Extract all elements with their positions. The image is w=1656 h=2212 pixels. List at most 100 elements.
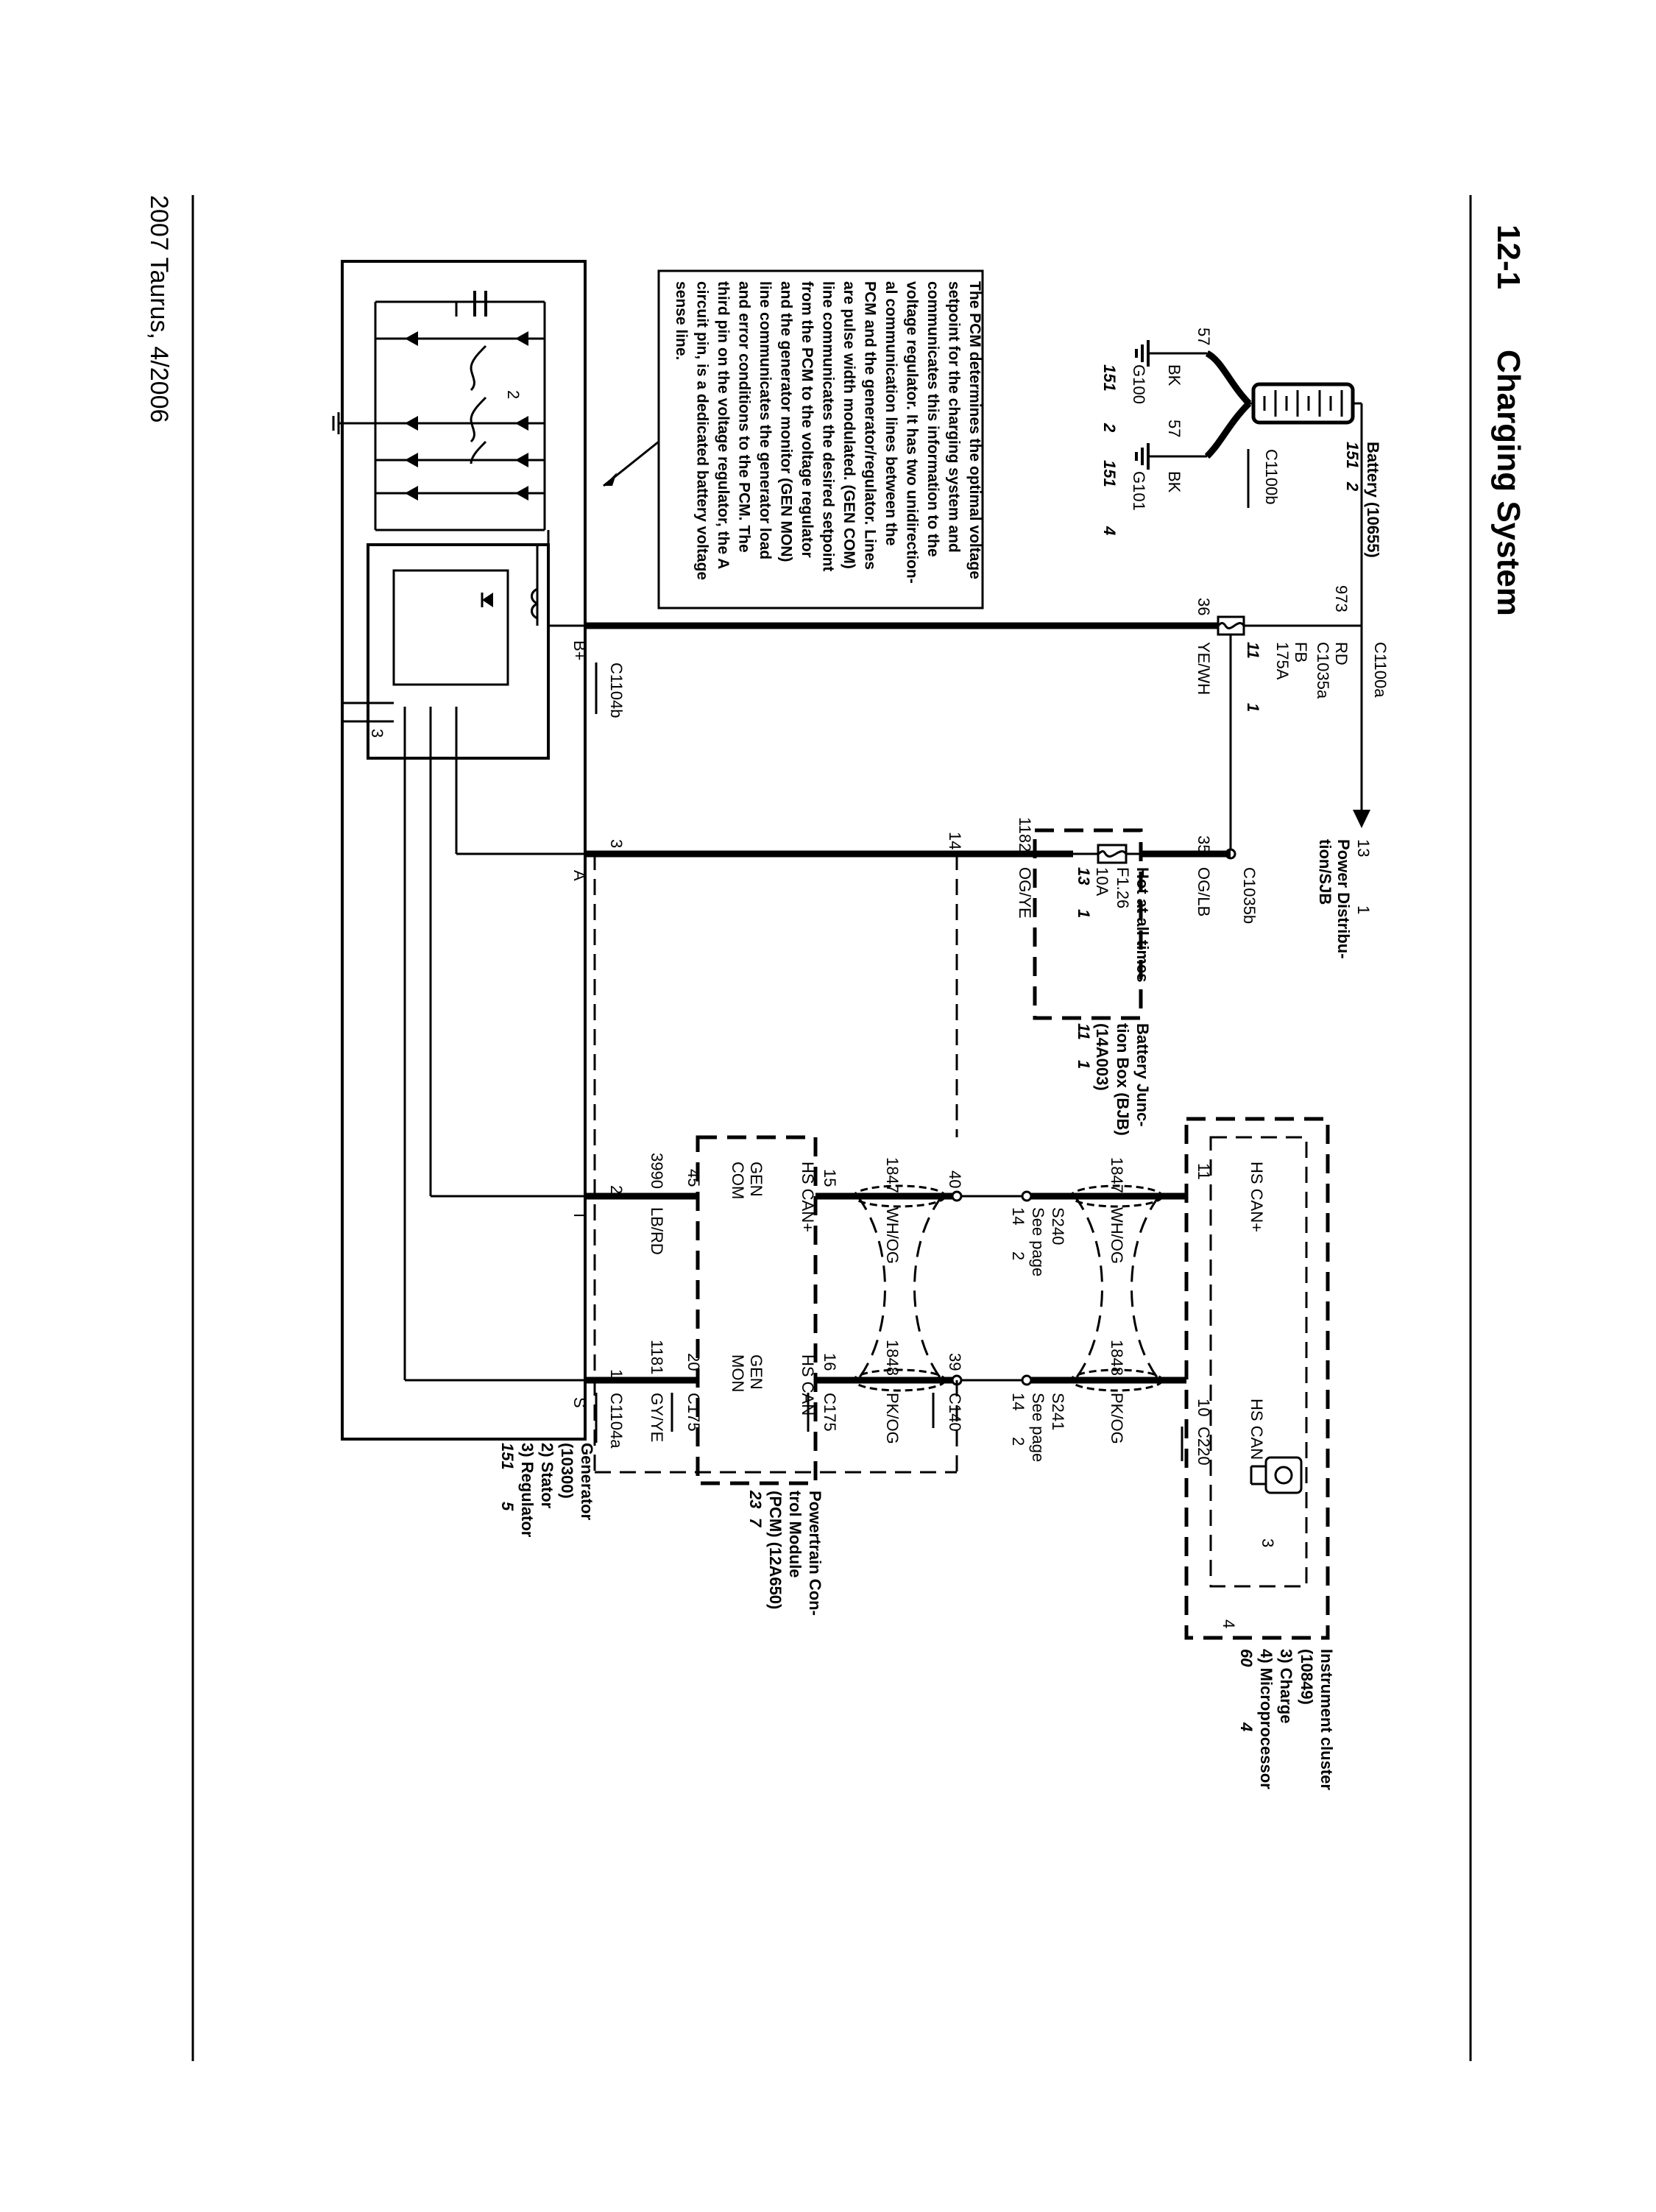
stator-windings <box>470 344 487 464</box>
battery-connector: C1100b <box>1262 449 1281 504</box>
power-dist-grid: 1 <box>1354 905 1373 914</box>
pcm-pin-20: 20 <box>684 1353 703 1371</box>
note-line: and the generator monitor (GEN MON) <box>778 281 795 562</box>
g101-name: G101 <box>1130 471 1148 511</box>
bjb-name-line1: Battery Junc- <box>1133 1023 1152 1127</box>
g100-circuit: 57 <box>1195 328 1213 345</box>
ground-symbol-g101 <box>1135 443 1207 470</box>
pcm-pin-45: 45 <box>684 1169 703 1187</box>
splice-s240 <box>1021 1190 1033 1202</box>
fuse-fb-rating: 175A <box>1273 642 1292 680</box>
cluster-num4: 4 <box>1220 1619 1238 1628</box>
note-line: circuit pin, is a dedicated battery volt… <box>694 281 711 580</box>
battery-symbol <box>1249 382 1363 626</box>
bjb-connector: C1035b <box>1240 867 1259 924</box>
cluster-pin-10: 10 <box>1195 1399 1213 1416</box>
circuit-1847-upper: 1847 <box>1108 1157 1126 1193</box>
pcm-pin-16: 16 <box>821 1353 839 1371</box>
note-line: voltage regulator. It has two unidirecti… <box>904 281 921 584</box>
s240-see-page: See page <box>1029 1207 1047 1276</box>
g101-grid: 4 <box>1100 526 1119 535</box>
battery-ref-grid: 2 <box>1343 481 1362 492</box>
note-line: third pin on the voltage regulator, the … <box>715 281 732 569</box>
power-dist-line2: tion/SJB <box>1316 839 1334 905</box>
splice-s240-label: S240 <box>1049 1207 1067 1245</box>
page-number: 12-1 <box>1490 225 1526 289</box>
gen-bplus: B+ <box>570 640 589 661</box>
note-line: setpoint for the charging system and <box>946 281 963 553</box>
bjb-color-oglb: OG/LB <box>1195 867 1213 916</box>
circuit-36: 36 <box>1195 598 1213 615</box>
cluster-name-line2: (10849) <box>1298 1649 1316 1705</box>
note-box <box>657 269 984 609</box>
c140-pin-40-label: 40 <box>946 1170 964 1188</box>
pcm-gen-mon-1: GEN <box>747 1354 765 1390</box>
fuse-f1-26 <box>1097 844 1128 864</box>
circuit-1848-upper: 1848 <box>1108 1340 1126 1376</box>
cluster-hs-can: HS CAN <box>1248 1399 1266 1460</box>
fuse-fb-page: 11 <box>1244 642 1262 659</box>
note-line: PCM and the generator/regulator. Lines <box>862 281 879 570</box>
pcm-box <box>696 1135 818 1485</box>
regulator-block <box>342 543 550 760</box>
regulator-label-3: 3 <box>368 729 386 738</box>
twisted-pair-upper <box>1069 1184 1164 1392</box>
s241-see-grid: 2 <box>1009 1437 1027 1446</box>
cluster-page: 60 <box>1237 1649 1256 1667</box>
page-title: Charging System <box>1490 350 1526 616</box>
pcm-page: 23 <box>746 1490 765 1508</box>
gen-pin-a: A <box>570 870 589 881</box>
charge-lamp-icon <box>1250 1456 1303 1494</box>
battery-circuit: 973 <box>1332 585 1351 612</box>
power-dist-line1: Power Distribu- <box>1334 839 1353 959</box>
color-lbrd: LB/RD <box>648 1207 666 1255</box>
gen-c1104b: C1104b <box>607 662 626 718</box>
gen-pin2: 2 <box>607 1185 626 1194</box>
note-line: are pulse width modulated. (GEN COM) <box>841 281 857 569</box>
circuit-3990: 3990 <box>648 1153 666 1189</box>
color-whog-lower: WH/OG <box>883 1207 902 1264</box>
color-yewh: YE/WH <box>1195 642 1213 695</box>
gen-pin-i: I <box>570 1213 589 1218</box>
bjb-name-line2: tion Box (BJB) <box>1114 1023 1132 1136</box>
cluster-name-line1: Instrument cluster <box>1317 1649 1336 1790</box>
c140-pin-40 <box>951 1190 963 1202</box>
note-line: line communicates the desired setpoint <box>820 281 837 571</box>
pcm-hs-can-plus: HS CAN+ <box>799 1162 817 1232</box>
gen-item3: 3) Regulator <box>518 1443 537 1538</box>
connector-c1100a: C1100a <box>1371 642 1390 698</box>
arrow-to-power-dist <box>1353 810 1370 828</box>
pcm-gen-com-2: COM <box>729 1162 747 1199</box>
pcm-name-line1: Powertrain Con- <box>806 1491 824 1616</box>
footer-edition: 2007 Taurus, 4/2006 <box>145 195 173 423</box>
cluster-item3: 3) Charge <box>1277 1649 1295 1723</box>
color-rd: RD <box>1332 642 1351 665</box>
ground-wire-g101 <box>1204 400 1252 459</box>
cluster-grid: 4 <box>1237 1722 1256 1731</box>
gen-name-line2: (10300) <box>558 1443 576 1499</box>
g100-page: 151 <box>1100 364 1119 392</box>
gen-pin-s: S <box>570 1397 589 1408</box>
c140-connector: C140 <box>946 1393 964 1432</box>
note-line: sense line. <box>673 281 690 360</box>
note-text: The PCM determines the optimal voltagese… <box>673 281 983 584</box>
pcm-connector-can: C175 <box>821 1393 839 1432</box>
battery-ref-page: 151 <box>1343 442 1362 469</box>
gen-pin3: 3 <box>607 839 626 848</box>
note-line: line communicates the generator load <box>757 281 774 559</box>
bjb-rating: 10A <box>1093 867 1111 896</box>
note-line: and error conditions to the PCM. The <box>736 281 753 553</box>
cluster-hs-can-plus: HS CAN+ <box>1248 1162 1266 1232</box>
splice-s241-label: S241 <box>1049 1393 1067 1430</box>
mega-fuse-fb <box>1217 615 1245 636</box>
pcm-gen-com-1: GEN <box>747 1162 765 1197</box>
bjb-circuit-1182: 1182 <box>1016 817 1034 852</box>
note-arrowhead <box>604 473 617 486</box>
fuse-fb-grid: 1 <box>1244 703 1262 712</box>
cluster-microprocessor-box <box>1209 1136 1308 1588</box>
bjb-hot: Hot at all times <box>1133 867 1152 982</box>
g101-color: BK <box>1165 471 1183 493</box>
bjb-page: 11 <box>1075 1023 1093 1040</box>
color-gyye: GY/YE <box>648 1393 666 1442</box>
